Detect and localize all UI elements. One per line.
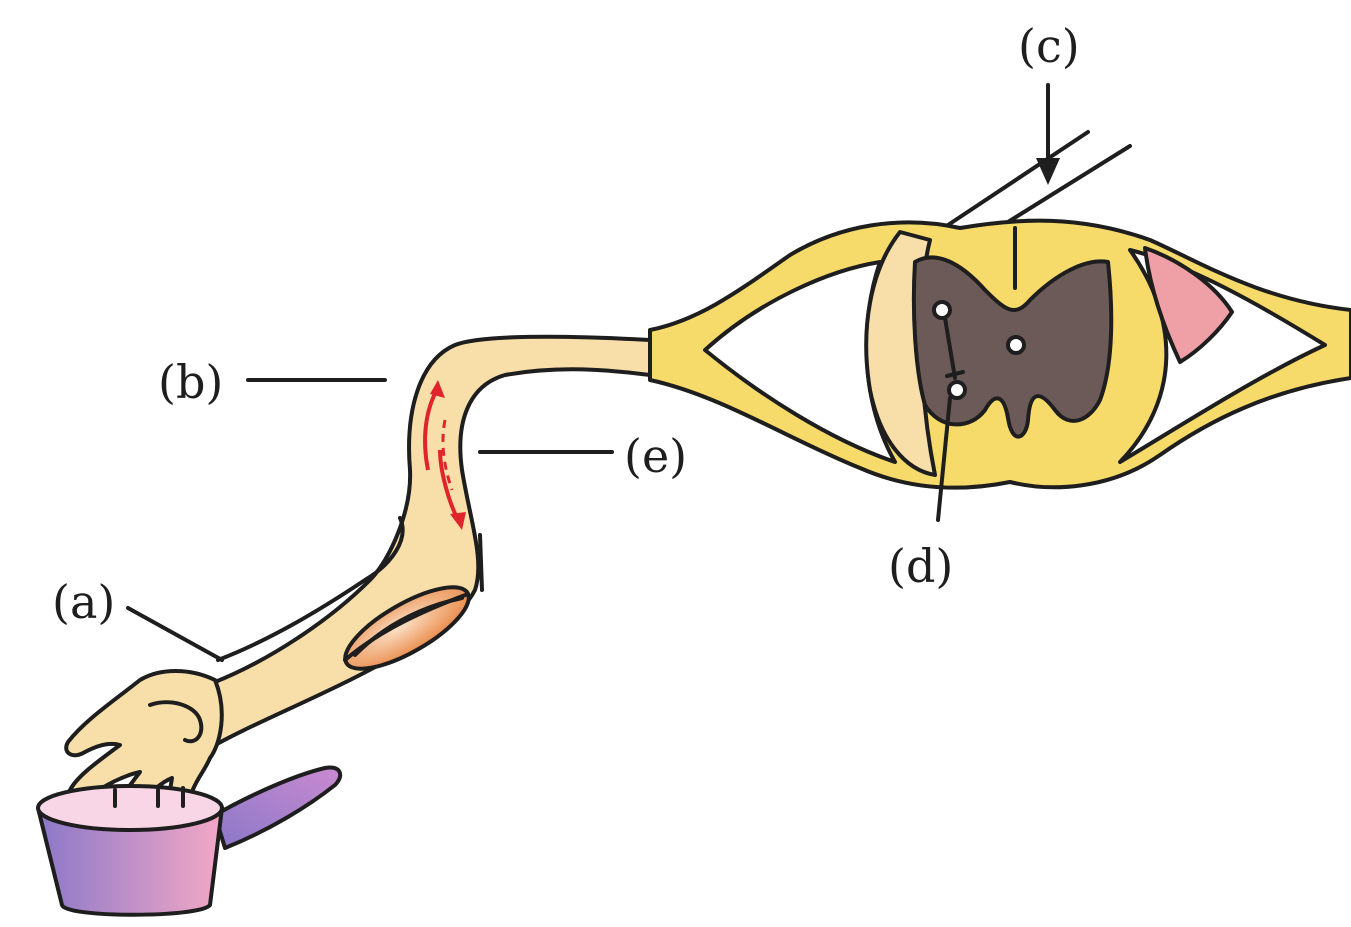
label-d: (d) [888, 539, 953, 593]
label-e: (e) [624, 429, 687, 483]
nerve-line-2 [1008, 146, 1130, 222]
neuron-dot-icon [949, 382, 965, 398]
leader-line-a [128, 608, 222, 660]
arm-body [168, 337, 650, 748]
nerve-line-1 [948, 132, 1088, 225]
neuron-dot-icon [1008, 337, 1024, 353]
pot-icon [38, 767, 340, 914]
pot-handle [215, 767, 340, 848]
arm-icon [168, 337, 650, 748]
label-b: (b) [158, 355, 223, 409]
label-a: (a) [52, 575, 115, 629]
neuron-dot-icon [934, 302, 950, 318]
label-c: (c) [1018, 19, 1080, 73]
pot-water [38, 786, 222, 830]
spinal-cord-icon [650, 221, 1351, 488]
